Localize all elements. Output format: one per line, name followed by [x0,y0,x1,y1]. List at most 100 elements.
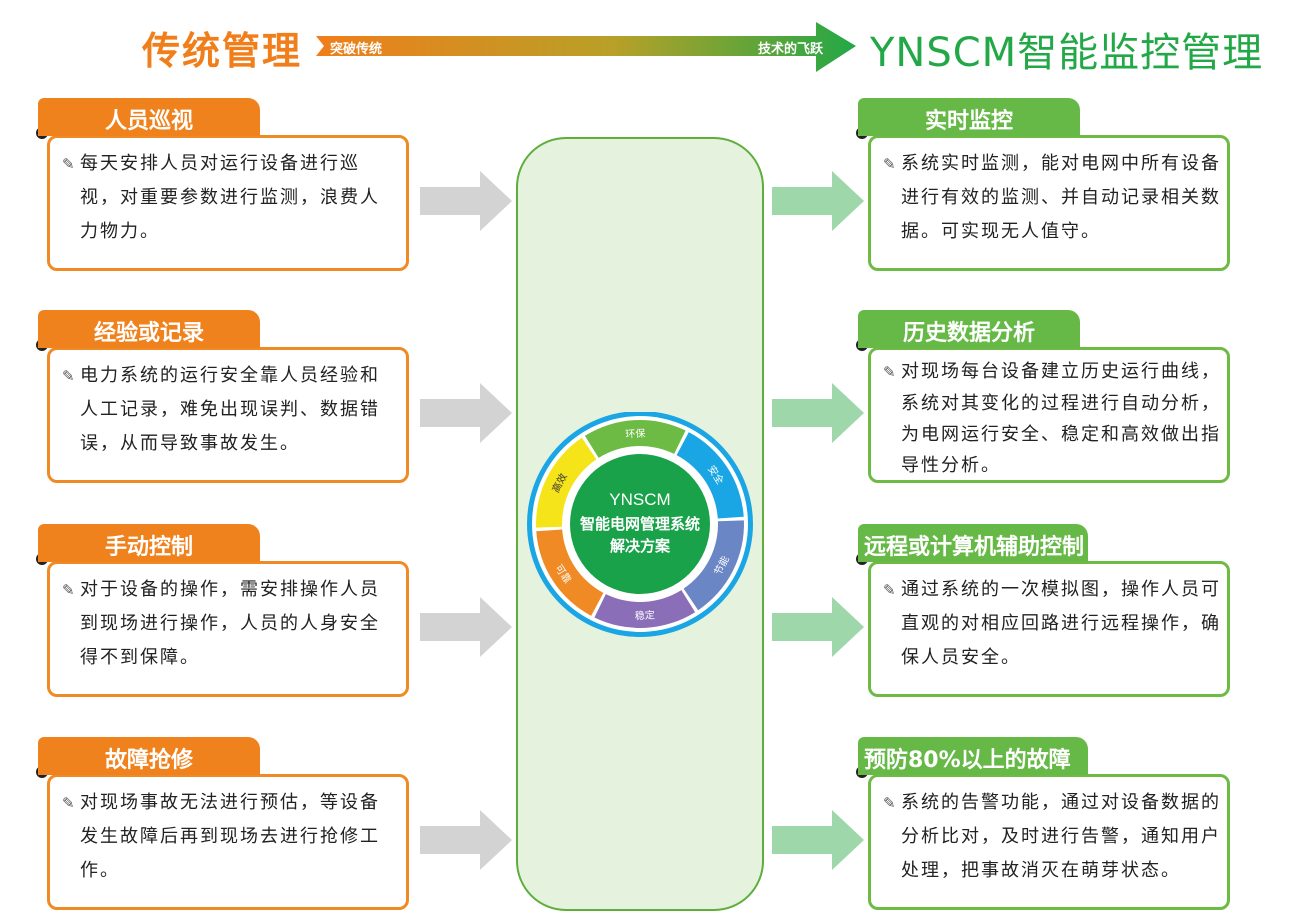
smart-panel-1 [868,135,1230,271]
pencil-bullet-icon: ✎ [883,155,898,173]
description-text: 系统实时监测，能对电网中所有设备 [901,153,1221,174]
description-line: 力物力。 [62,215,407,249]
ring-segment [584,420,686,458]
smart-panel-2 [868,347,1230,483]
green-right-arrow-icon [772,810,864,870]
ring-segment-label: 环保 [625,427,646,441]
transition-arrow-banner [316,22,856,72]
traditional-panel-title-1: 人员巡视 [38,98,260,136]
traditional-management-title: 传统管理 [142,29,303,73]
pencil-bullet-icon: ✎ [62,367,77,385]
gray-right-arrow-icon [420,171,512,231]
panel-description: ✎系统的告警功能，通过对设备数据的分析比对，及时进行告警，通知用户处理，把事故消… [883,786,1228,888]
panel-description: ✎每天安排人员对运行设备进行巡视，对重要参数进行监测，浪费人力物力。 [62,147,407,249]
description-line: 处理，把事故消灭在萌芽状态。 [883,854,1228,888]
description-text: 进行有效的监测、并自动记录相关数 [901,187,1221,208]
center-line-1: YNSCM [609,490,670,509]
description-line: 直观的对相应回路进行远程操作，确 [883,607,1228,641]
green-right-arrow-icon [772,171,864,231]
description-line: 分析比对，及时进行告警，通知用户 [883,820,1228,854]
description-text: 到现场进行操作，人员的人身安全 [80,613,380,634]
panel-description: ✎电力系统的运行安全靠人员经验和人工记录，难免出现误判、数据错误，从而导致事故发… [62,359,407,461]
green-right-arrow-icon [772,597,864,657]
description-text: 视，对重要参数进行监测，浪费人 [80,187,380,208]
smart-panel-title-2: 历史数据分析 [858,310,1080,348]
description-text: 发生故障后再到现场去进行抢修工 [80,826,380,847]
description-line: 保人员安全。 [883,641,1228,675]
description-text: 人工记录，难免出现误判、数据错 [80,399,380,420]
description-line: ✎电力系统的运行安全靠人员经验和 [62,359,407,393]
description-text: 每天安排人员对运行设备进行巡 [80,153,360,174]
description-text: 误，从而导致事故发生。 [80,433,300,454]
description-text: 对现场事故无法进行预估，等设备 [80,792,380,813]
traditional-panel-3 [47,561,409,697]
ring-segment [536,529,604,616]
description-text: 得不到保障。 [80,647,200,668]
description-text: 作。 [80,860,120,881]
description-line: ✎对现场每台设备建立历史运行曲线， [883,356,1228,388]
description-line: ✎对现场事故无法进行预估，等设备 [62,786,407,820]
ring-segment-label: 稳定 [634,608,655,622]
pencil-bullet-icon: ✎ [883,363,898,381]
center-line-3: 解决方案 [610,537,671,555]
pencil-bullet-icon: ✎ [883,794,898,812]
center-disc [570,454,710,594]
ring-segment [676,432,744,519]
description-line: ✎系统的告警功能，通过对设备数据的 [883,786,1228,820]
description-text: 为电网运行安全、稳定和高效做出指 [901,424,1221,445]
center-line-2: 智能电网管理系统 [580,515,700,533]
description-line: 到现场进行操作，人员的人身安全 [62,607,407,641]
description-line: 发生故障后再到现场去进行抢修工 [62,820,407,854]
pencil-bullet-icon: ✎ [62,794,77,812]
traditional-panel-4 [47,774,409,910]
description-line: 得不到保障。 [62,641,407,675]
pencil-bullet-icon: ✎ [883,581,898,599]
description-text: 对于设备的操作，需安排操作人员 [80,579,380,600]
panel-description: ✎系统实时监测，能对电网中所有设备进行有效的监测、并自动记录相关数据。可实现无人… [883,147,1228,249]
description-line: ✎每天安排人员对运行设备进行巡 [62,147,407,181]
panel-description: ✎通过系统的一次模拟图，操作人员可直观的对相应回路进行远程操作，确保人员安全。 [883,573,1228,675]
description-text: 系统的告警功能，通过对设备数据的 [901,792,1221,813]
description-text: 处理，把事故消灭在萌芽状态。 [901,860,1181,881]
banner-left-label: 突破传统 [330,42,383,57]
gray-right-arrow-icon [420,597,512,657]
description-line: ✎通过系统的一次模拟图，操作人员可 [883,573,1228,607]
description-line: 系统对其变化的过程进行自动分析， [883,388,1228,419]
green-right-arrow-icon [772,383,864,443]
description-line: 作。 [62,854,407,888]
banner-right-label: 技术的飞跃 [758,42,824,57]
smart-panel-title-1: 实时监控 [858,98,1080,136]
panel-description: ✎对现场事故无法进行预估，等设备发生故障后再到现场去进行抢修工作。 [62,786,407,888]
smart-panel-4 [868,774,1230,910]
smart-panel-title-3: 远程或计算机辅助控制 [858,524,1088,562]
smart-panel-3 [868,561,1230,697]
description-line: 进行有效的监测、并自动记录相关数 [883,181,1228,215]
description-line: 导性分析。 [883,450,1228,481]
description-line: 误，从而导致事故发生。 [62,427,407,461]
traditional-panel-title-3: 手动控制 [38,524,260,562]
description-text: 保人员安全。 [901,647,1021,668]
gray-right-arrow-icon [420,810,512,870]
description-text: 分析比对，及时进行告警，通知用户 [901,826,1221,847]
description-text: 通过系统的一次模拟图，操作人员可 [901,579,1221,600]
description-line: 据。可实现无人值守。 [883,215,1228,249]
gray-right-arrow-icon [420,383,512,443]
description-text: 据。可实现无人值守。 [901,221,1101,242]
description-line: 视，对重要参数进行监测，浪费人 [62,181,407,215]
panel-description: ✎对现场每台设备建立历史运行曲线， 系统对其变化的过程进行自动分析， 为电网运行安全… [883,356,1228,481]
pencil-bullet-icon: ✎ [62,581,77,599]
ring-segment [536,437,597,528]
description-text: 电力系统的运行安全靠人员经验和 [80,365,380,386]
traditional-panel-title-4: 故障抢修 [38,737,260,775]
pencil-bullet-icon: ✎ [62,155,77,173]
smart-panel-title-4: 预防80%以上的故障 [858,737,1088,775]
description-text: 导性分析。 [901,455,1001,476]
description-text: 系统对其变化的过程进行自动分析， [901,393,1221,414]
description-line: ✎对于设备的操作，需安排操作人员 [62,573,407,607]
description-text: 直观的对相应回路进行远程操作，确 [901,613,1221,634]
ring-segment [683,520,744,611]
description-text: 力物力。 [80,221,160,242]
description-line: 人工记录，难免出现误判、数据错 [62,393,407,427]
traditional-panel-title-2: 经验或记录 [38,310,260,348]
